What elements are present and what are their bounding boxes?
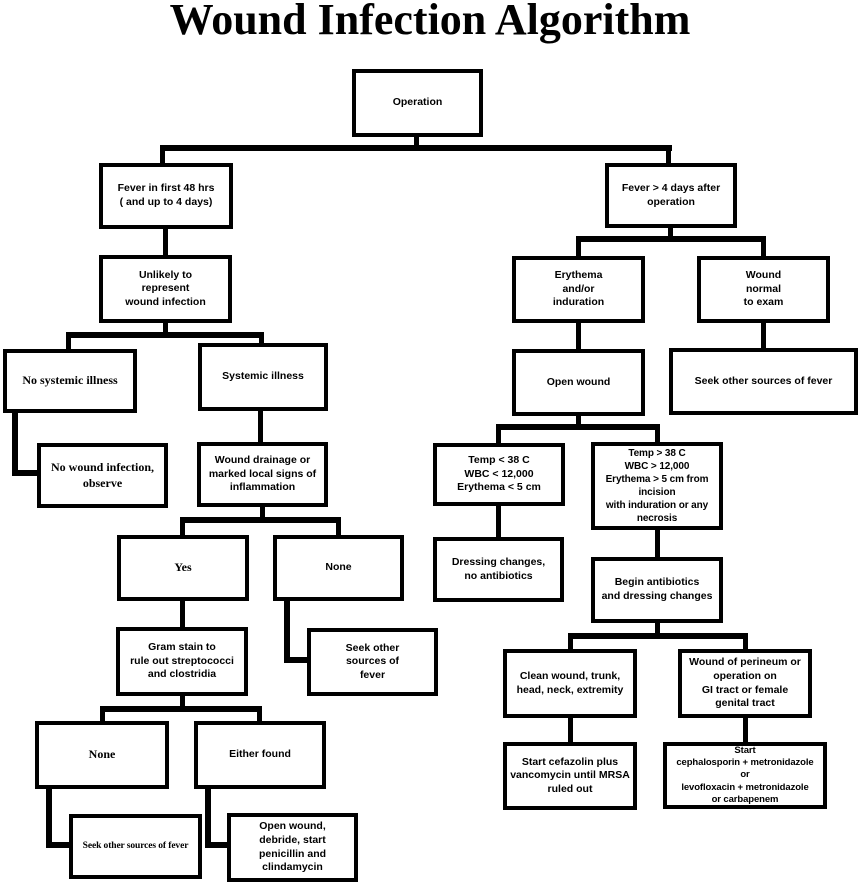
connector-nonebottom-elbow-v — [46, 787, 52, 848]
connector-yes-drop — [180, 517, 185, 538]
connector-none-drop — [336, 517, 341, 538]
connector-either-elbow-v — [205, 787, 211, 848]
node-no-wound-infection-observe: No wound infection, observe — [37, 443, 168, 508]
node-fever-first-48hrs: Fever in first 48 hrs ( and up to 4 days… — [99, 163, 233, 229]
connector-bottom-bar-left-drop — [100, 706, 105, 724]
connector-top-bar-left-drop — [160, 145, 165, 167]
node-seek-other-sources-mid: Seek other sources of fever — [307, 628, 438, 696]
connector-nosystemic-elbow-h — [12, 470, 40, 476]
connector-right-bar-left-drop — [576, 236, 581, 259]
connector-drainage-stem — [260, 505, 265, 521]
node-seek-other-sources-right: Seek other sources of fever — [669, 348, 858, 415]
node-yes: Yes — [117, 535, 249, 601]
node-fever-4days-after: Fever > 4 days after operation — [605, 163, 737, 228]
node-temp-high-criteria: Temp > 38 C WBC > 12,000 Erythema > 5 cm… — [591, 442, 723, 530]
connector-nonemid-elbow-h — [284, 657, 310, 663]
connector-clean-cefazolin — [568, 716, 573, 745]
connector-yes-gramstain — [180, 599, 185, 630]
node-seek-other-sources-bottom: Seek other sources of fever — [69, 814, 202, 879]
connector-gramstain-stem — [180, 694, 185, 710]
node-operation: Operation — [352, 69, 483, 137]
connector-either-elbow-h — [205, 842, 230, 848]
node-open-wound-debride: Open wound, debride, start penicillin an… — [227, 813, 358, 882]
connector-systemic-drainage — [258, 409, 263, 445]
node-unlikely-wound-infection: Unlikely to represent wound infection — [99, 255, 232, 323]
diagram-title: Wound Infection Algorithm — [169, 0, 691, 44]
node-wound-perineum-gi: Wound of perineum or operation on GI tra… — [678, 649, 812, 718]
connector-bottom-bar-right-drop — [257, 706, 262, 724]
node-wound-drainage-signs: Wound drainage or marked local signs of … — [197, 442, 328, 507]
node-gram-stain: Gram stain to rule out streptococci and … — [116, 627, 248, 696]
node-dressing-changes: Dressing changes, no antibiotics — [433, 537, 564, 602]
node-temp-low-criteria: Temp < 38 C WBC < 12,000 Erythema < 5 cm — [433, 443, 565, 506]
connector-openwound-stem — [576, 414, 581, 429]
connector-temp-bar — [496, 424, 660, 430]
node-open-wound: Open wound — [512, 349, 645, 416]
connector-temphigh-begin — [655, 528, 660, 560]
connector-temp-bar-right-drop — [655, 424, 660, 445]
connector-fever48-unlikely — [163, 227, 168, 257]
connector-woundnormal-seek — [761, 321, 766, 351]
connector-templow-dressing — [496, 504, 501, 540]
connector-nosystemic-elbow-v — [12, 410, 18, 476]
connector-right-bar-right-drop — [761, 236, 766, 259]
connector-nonemid-elbow-v — [284, 599, 290, 663]
connector-top-bar — [160, 145, 672, 151]
connector-bottom-bar — [100, 706, 262, 712]
node-either-found: Either found — [194, 721, 326, 789]
node-clean-wound-sites: Clean wound, trunk, head, neck, extremit… — [503, 649, 637, 718]
connector-operation-stem — [414, 133, 419, 151]
connector-erythema-openwound — [576, 321, 581, 352]
connector-yesnone-bar — [180, 517, 341, 523]
node-start-cefazolin: Start cefazolin plus vancomycin until MR… — [503, 742, 637, 810]
connector-nonebottom-elbow-h — [46, 842, 72, 848]
connector-left-split-left-drop — [66, 332, 71, 352]
node-erythema-induration: Erythema and/or induration — [512, 256, 645, 323]
connector-perineum-cephalosporin — [743, 716, 748, 745]
connector-begin-bar — [568, 633, 748, 639]
node-wound-normal-exam: Wound normal to exam — [697, 256, 830, 323]
connector-top-bar-right-drop — [666, 145, 671, 167]
node-none-mid: None — [273, 535, 404, 601]
connector-fever4days-stem — [668, 226, 673, 242]
connector-begin-bar-left-drop — [568, 633, 573, 652]
node-begin-antibiotics: Begin antibiotics and dressing changes — [591, 557, 723, 623]
connector-begin-bar-right-drop — [743, 633, 748, 652]
connector-left-split-right-drop — [259, 332, 264, 346]
connector-begin-stem — [655, 621, 660, 637]
node-start-cephalosporin: Start cephalosporin + metronidazole or l… — [663, 742, 827, 809]
node-no-systemic-illness: No systemic illness — [3, 349, 137, 413]
node-systemic-illness: Systemic illness — [198, 343, 328, 411]
connector-unlikely-stem — [163, 319, 168, 337]
connector-temp-bar-left-drop — [496, 424, 501, 446]
connector-left-split-bar — [66, 332, 264, 338]
connector-right-bar — [576, 236, 766, 242]
node-none-bottom: None — [35, 721, 169, 789]
